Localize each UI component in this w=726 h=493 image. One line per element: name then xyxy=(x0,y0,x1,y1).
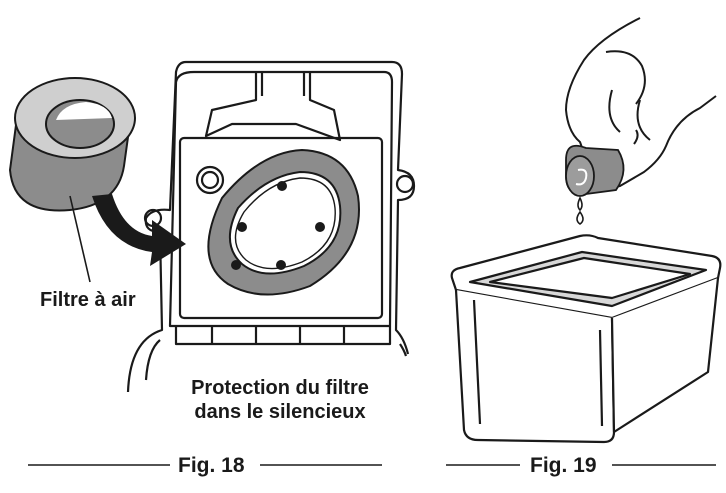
air-filter-label: Filtre à air xyxy=(40,289,136,311)
air-filter-ring-icon xyxy=(8,77,136,212)
filter-protection-line1: Protection du filtre xyxy=(191,377,369,399)
filter-rolled-icon xyxy=(565,144,625,197)
tray-icon xyxy=(450,234,722,444)
fig19-caption: Fig. 19 xyxy=(530,454,597,477)
filter-protection-label: Protection du filtre dans le silencieux xyxy=(170,376,390,424)
filter-in-muffler-icon xyxy=(207,148,360,296)
muffler-cover-icon xyxy=(126,60,416,393)
arrow-icon xyxy=(92,194,186,266)
drop-icon xyxy=(576,196,584,225)
filter-leader-line xyxy=(69,195,91,283)
filter-protection-line2: dans le silencieux xyxy=(194,401,366,423)
hand-icon xyxy=(565,17,717,189)
fig18-caption: Fig. 18 xyxy=(178,454,245,477)
